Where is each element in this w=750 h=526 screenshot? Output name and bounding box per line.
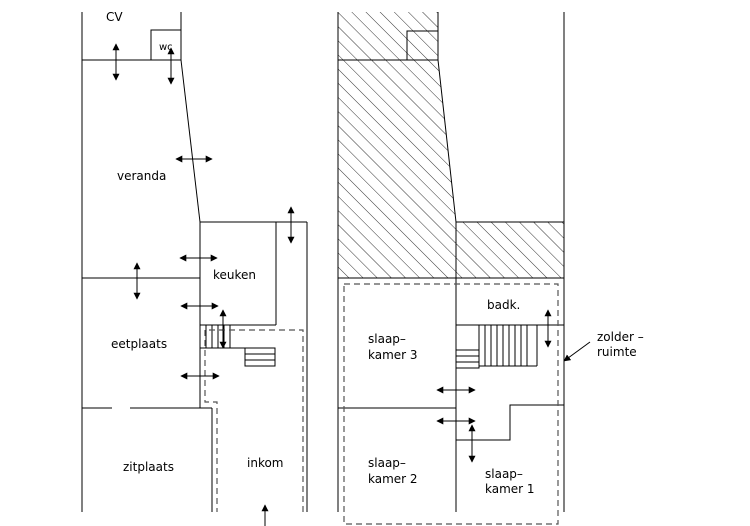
ground-floor-plan: CV wc veranda keuken eetplaats zitplaats… (81, 10, 308, 526)
room-label-inkom: inkom (247, 456, 284, 470)
door-arrows (112, 43, 295, 526)
wall (180, 59, 201, 223)
zolder-label-line1: zolder – (597, 330, 644, 344)
room-label-slaapkamer-3-line2: kamer 3 (368, 348, 418, 362)
room-label-badkamer: badk. (487, 298, 520, 312)
chimney-box (406, 30, 439, 61)
room-label-slaapkamer-3-line1: slaap– (368, 332, 406, 346)
room-label-zitplaats: zitplaats (123, 460, 174, 474)
room-label-wc: wc (159, 42, 173, 53)
upper-floor-outline (204, 329, 304, 512)
room-label-eetplaats: eetplaats (111, 337, 167, 351)
wall (456, 404, 564, 441)
wall (437, 59, 457, 223)
room-label-keuken: keuken (213, 268, 256, 282)
staircase (200, 325, 276, 367)
hatched-void (338, 12, 564, 278)
upper-floor-plan: badk. slaap– kamer 3 slaap– kamer 2 slaa… (337, 12, 644, 525)
staircase-upper (455, 325, 538, 369)
room-label-slaapkamer-2-line2: kamer 2 (368, 472, 418, 486)
wc-box (150, 29, 181, 60)
room-label-slaapkamer-2-line1: slaap– (368, 456, 406, 470)
room-label-cv: CV (106, 10, 123, 24)
room-label-veranda: veranda (117, 169, 166, 183)
attic-outline (343, 283, 559, 525)
room-label-slaapkamer-1-line2: kamer 1 (485, 482, 535, 496)
zolder-pointer (563, 341, 591, 362)
zolder-label-line2: ruimte (597, 345, 637, 359)
door-arrows-upper (436, 309, 552, 463)
room-label-slaapkamer-1-line1: slaap– (485, 467, 523, 481)
